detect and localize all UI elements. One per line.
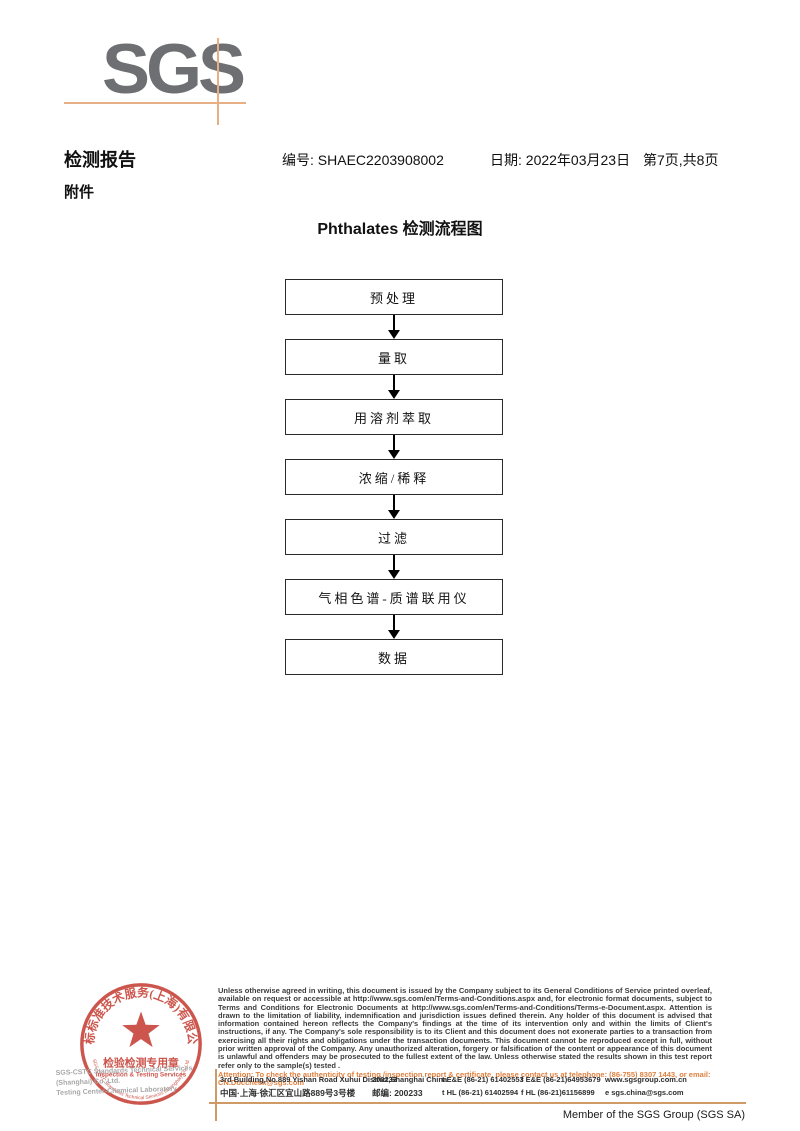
footer-vertical-divider: [215, 1069, 217, 1121]
website: www.sgsgroup.com.cn: [605, 1075, 687, 1084]
attachment-label: 附件: [64, 185, 95, 201]
stamp-en-line: Inspection & Testing Services: [96, 1072, 187, 1079]
sgs-logo: SGS: [102, 30, 246, 109]
postcode-cn: 邮编: 200233: [372, 1087, 423, 1098]
sgs-member-note: Member of the SGS Group (SGS SA): [562, 1109, 745, 1121]
down-arrow-icon: [388, 615, 400, 639]
tel-hl: t HL (86-21) 61402594: [442, 1088, 519, 1097]
page-indicator: 第7页,共8页: [643, 152, 719, 168]
stamp-cn-line: 检验检测专用章: [103, 1056, 179, 1070]
flowchart-title: Phthalates 检测流程图: [317, 221, 483, 238]
down-arrow-icon: [388, 495, 400, 519]
fax-ee: f E&E (86-21)64953679: [521, 1075, 601, 1084]
attention-notice: Attention: To check the authenticity of …: [218, 1069, 711, 1088]
flow-step-data: 数据: [285, 639, 503, 675]
flowchart: 预处理 量取 用溶剂萃取 浓缩/稀释 过滤 气相色谱-质谱联用仪 数据: [285, 279, 503, 675]
stamp-star-icon: [122, 1011, 160, 1048]
flow-step-solvent-extraction: 用溶剂萃取: [285, 399, 503, 435]
fax-hl: f HL (86-21)61156899: [521, 1088, 595, 1097]
tel-ee: t E&E (86-21) 61402553: [442, 1075, 524, 1084]
report-title: 检测报告: [64, 150, 136, 170]
report-date: 日期: 2022年03月23日: [490, 152, 631, 168]
flow-step-measure: 量取: [285, 339, 503, 375]
flow-step-gcms: 气相色谱-质谱联用仪: [285, 579, 503, 615]
email: e sgs.china@sgs.com: [605, 1088, 684, 1097]
down-arrow-icon: [388, 315, 400, 339]
flow-step-filter: 过滤: [285, 519, 503, 555]
inspection-testing-stamp: 通标标准技术服务(上海)有限公司 SGS-CSTC Standards Tech…: [72, 974, 202, 1105]
address-block: 3rd Building,No.889 Yishan Road Xuhui Di…: [220, 1073, 746, 1099]
address-row-en: 3rd Building,No.889 Yishan Road Xuhui Di…: [220, 1073, 746, 1086]
down-arrow-icon: [388, 435, 400, 459]
address-en: 3rd Building,No.889 Yishan Road Xuhui Di…: [220, 1075, 448, 1084]
down-arrow-icon: [388, 375, 400, 399]
postcode-en: 200233: [372, 1075, 398, 1084]
report-number: 编号: SHAEC2203908002: [282, 152, 444, 168]
lab-company-name: SGS-CSTC Standards Technical Services (S…: [56, 1063, 227, 1099]
address-row-cn: 中国·上海·徐汇区宜山路889号3号楼 邮编: 200233 t HL (86-…: [220, 1086, 746, 1099]
flow-step-pretreatment: 预处理: [285, 279, 503, 315]
flow-step-concentrate-dilute: 浓缩/稀释: [285, 459, 503, 495]
logo-crosshair-horizontal-line: [64, 102, 246, 104]
legal-disclaimer: Unless otherwise agreed in writing, this…: [218, 986, 712, 1070]
address-cn: 中国·上海·徐汇区宜山路889号3号楼: [220, 1087, 356, 1098]
footer-horizontal-divider: [209, 1102, 746, 1104]
logo-crosshair-vertical-line: [217, 38, 219, 125]
down-arrow-icon: [388, 555, 400, 579]
legal-block: Unless otherwise agreed in writing, this…: [218, 986, 712, 1088]
